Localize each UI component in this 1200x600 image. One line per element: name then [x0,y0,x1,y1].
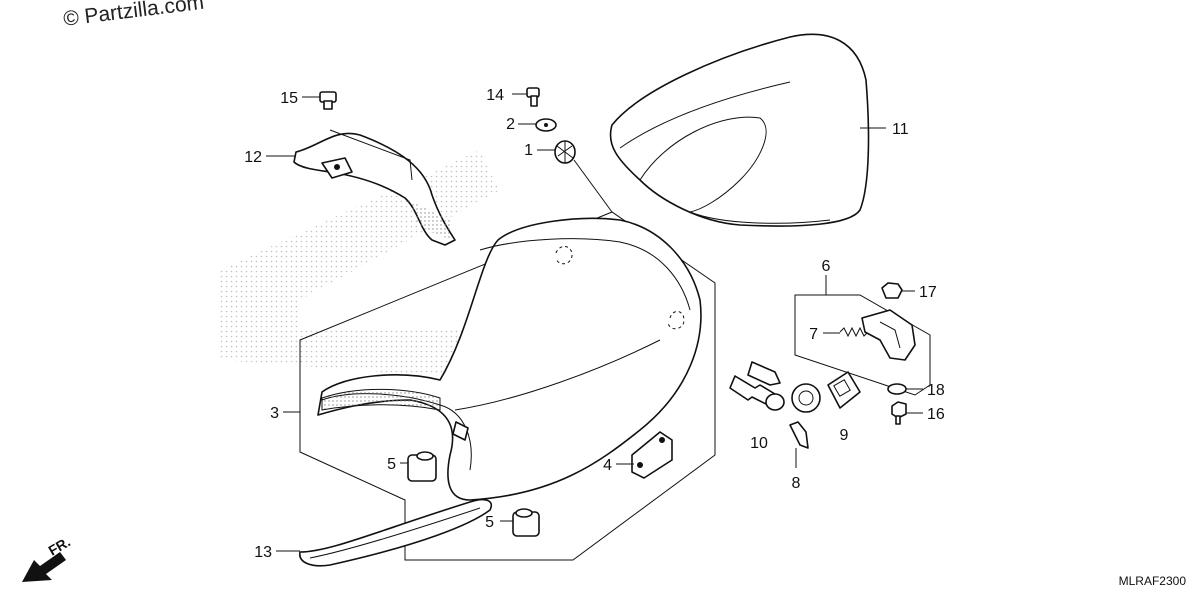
key-10 [729,361,785,411]
callout-9: 9 [840,427,849,444]
pillion-seat [609,33,870,227]
leader-lines [266,93,923,552]
callout-10: 10 [750,435,768,452]
latch-6 [861,309,916,361]
callout-5b: 5 [485,514,494,531]
callout-14: 14 [486,87,504,104]
front-arrow [22,552,66,582]
callout-2: 2 [506,116,515,133]
callout-6: 6 [822,258,831,275]
callout-4: 4 [603,457,612,474]
callout-15: 15 [280,90,298,107]
lock-cylinder-9 [791,371,861,413]
callout-12: 12 [244,149,262,166]
front-label: FR. [46,533,74,558]
clip-8 [789,421,809,449]
screw-14 [526,87,540,107]
spring-7 [839,326,869,338]
callout-numbers: 1 2 3 4 5 5 6 7 8 9 10 11 12 13 14 15 16… [46,87,945,561]
callout-17: 17 [919,284,937,301]
damper-5a [407,451,437,482]
callout-3: 3 [270,405,279,422]
damper-5b [512,508,540,537]
callout-18: 18 [927,382,945,399]
grommet-1 [554,140,576,164]
callout-7: 7 [809,326,818,343]
callout-11: 11 [892,121,909,138]
strap-13 [299,498,492,567]
washer-18 [887,383,907,395]
bracket-4 [631,431,673,479]
rider-seat [317,217,702,501]
nut-17 [881,282,903,299]
lock-bracket [794,294,931,396]
callout-13: 13 [254,544,272,561]
callout-8: 8 [792,475,801,492]
callout-1: 1 [524,142,533,159]
bolt-16 [891,401,907,425]
callout-5a: 5 [387,456,396,473]
callout-16: 16 [927,406,945,423]
diagram-code: MLRAF2300 [1118,574,1186,588]
side-rail [293,129,456,246]
bolt-15 [319,91,337,110]
